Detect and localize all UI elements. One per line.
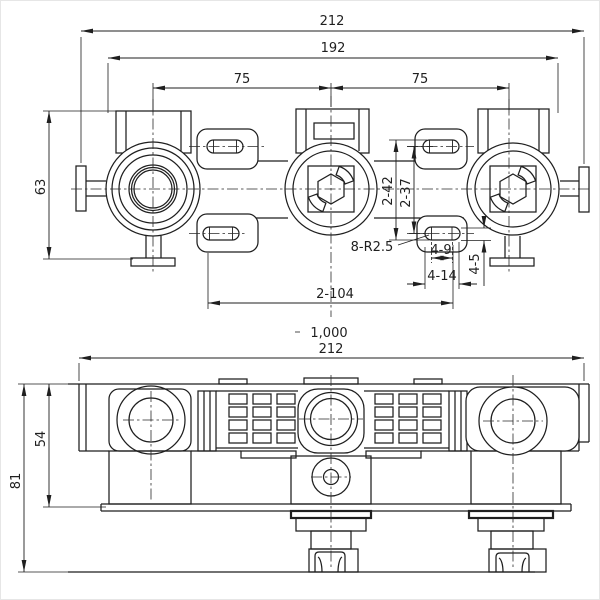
dimensions-front-view: 212 54 81 xyxy=(9,342,585,573)
front-view: 212 54 81 xyxy=(9,342,590,573)
dim-slot-radius: 8-R2.5 xyxy=(351,240,394,255)
flange-bars xyxy=(240,450,422,459)
centerlines-front-view xyxy=(123,375,543,568)
foot-right xyxy=(489,236,535,267)
mounting-lug-top-left xyxy=(196,128,259,170)
front-port-stub-left xyxy=(78,384,87,452)
front-boss-left xyxy=(108,385,192,505)
dim-slot-width: 4-5 xyxy=(468,253,483,274)
note-text: 1,000 xyxy=(310,326,347,341)
rib-channel-right xyxy=(448,390,468,452)
front-boss-right xyxy=(465,386,580,505)
dim-slot-group-pitch: 2-104 xyxy=(316,287,354,302)
rib-channel-left xyxy=(197,390,217,452)
top-view: 212 192 75 75 63 2-42 2-37 8-R2.5 xyxy=(34,14,590,317)
rib-grid-right xyxy=(364,390,449,449)
mounting-lug-bottom-left xyxy=(196,213,259,253)
side-port-left xyxy=(75,165,106,212)
dim-height: 63 xyxy=(34,179,49,196)
dim-front-upper-height: 54 xyxy=(34,431,49,448)
rib-grid-left xyxy=(216,390,298,449)
dim-slot-length: 4-14 xyxy=(427,269,457,284)
dim-overall-width-top: 212 xyxy=(320,14,345,29)
dim-slot-span-centers: 2-37 xyxy=(399,178,414,208)
dim-pitch-right: 75 xyxy=(412,72,429,87)
dim-flange-span: 192 xyxy=(321,41,346,56)
mounting-lug-top-right xyxy=(414,128,468,170)
side-port-right xyxy=(560,166,590,213)
dim-front-overall-width: 212 xyxy=(319,342,344,357)
leg-right xyxy=(467,509,555,573)
dim-slot-span-outer: 2-42 xyxy=(381,176,396,206)
dimensions-top-view: 212 192 75 75 63 2-42 2-37 8-R2.5 xyxy=(34,14,585,309)
dim-pitch-left: 75 xyxy=(234,72,251,87)
centerlines-top-view xyxy=(71,96,589,317)
dim-front-overall-height: 81 xyxy=(9,473,24,490)
scale-note: 1,000 xyxy=(295,326,348,341)
dim-slot-inner-length: 4-9 xyxy=(430,243,451,258)
